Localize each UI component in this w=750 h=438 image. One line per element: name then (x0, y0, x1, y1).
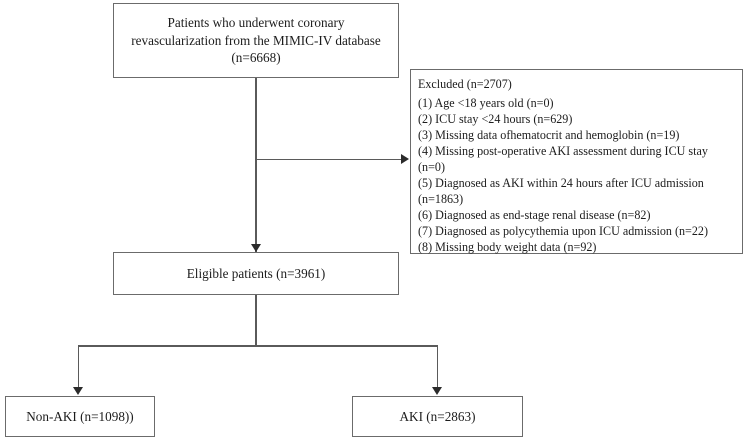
excluded-criterion: (1) Age <18 years old (n=0) (418, 95, 554, 110)
arrowhead-down-icon (250, 244, 261, 252)
node-source-cohort: Patients who underwent coronary revascul… (113, 3, 399, 78)
connector-split-to-non-aki (77, 345, 79, 389)
excluded-criterion: (4) Missing post-operative AKI assessmen… (418, 143, 708, 174)
node-non-aki-group-label: Non-AKI (n=1098)) (26, 408, 134, 424)
node-eligible-patients-label: Eligible patients (n=3961) (186, 265, 326, 281)
node-aki-group: AKI (n=2863) (352, 396, 523, 437)
arrowhead-down-icon (73, 387, 84, 395)
connector-source-to-eligible (255, 78, 257, 252)
node-non-aki-group: Non-AKI (n=1098)) (5, 396, 155, 437)
connector-split-to-aki (436, 345, 438, 389)
connector-to-excluded (256, 158, 404, 160)
arrowhead-right-icon (401, 154, 409, 165)
node-aki-group-label: AKI (n=2863) (399, 408, 476, 424)
connector-eligible-to-split (255, 295, 257, 346)
excluded-title: Excluded (n=2707) (418, 77, 512, 91)
excluded-criterion: (5) Diagnosed as AKI within 24 hours aft… (418, 175, 704, 206)
connector-split-bar (78, 345, 437, 347)
excluded-criterion: (6) Diagnosed as end-stage renal disease… (418, 207, 651, 222)
excluded-criterion: (3) Missing data ofhematocrit and hemogl… (418, 127, 680, 142)
excluded-criterion: (7) Diagnosed as polycythemia upon ICU a… (418, 223, 708, 238)
excluded-content: Excluded (n=2707) (1) Age <18 years old … (418, 77, 736, 255)
excluded-criteria-list: (1) Age <18 years old (n=0) (2) ICU stay… (418, 96, 736, 256)
excluded-criterion: (2) ICU stay <24 hours (n=629) (418, 111, 573, 126)
node-excluded: Excluded (n=2707) (1) Age <18 years old … (410, 69, 743, 254)
arrowhead-down-icon (432, 387, 443, 395)
node-source-cohort-label: Patients who underwent coronary revascul… (131, 15, 381, 66)
excluded-criterion: (8) Missing body weight data (n=92) (418, 239, 597, 254)
node-eligible-patients: Eligible patients (n=3961) (113, 252, 399, 295)
